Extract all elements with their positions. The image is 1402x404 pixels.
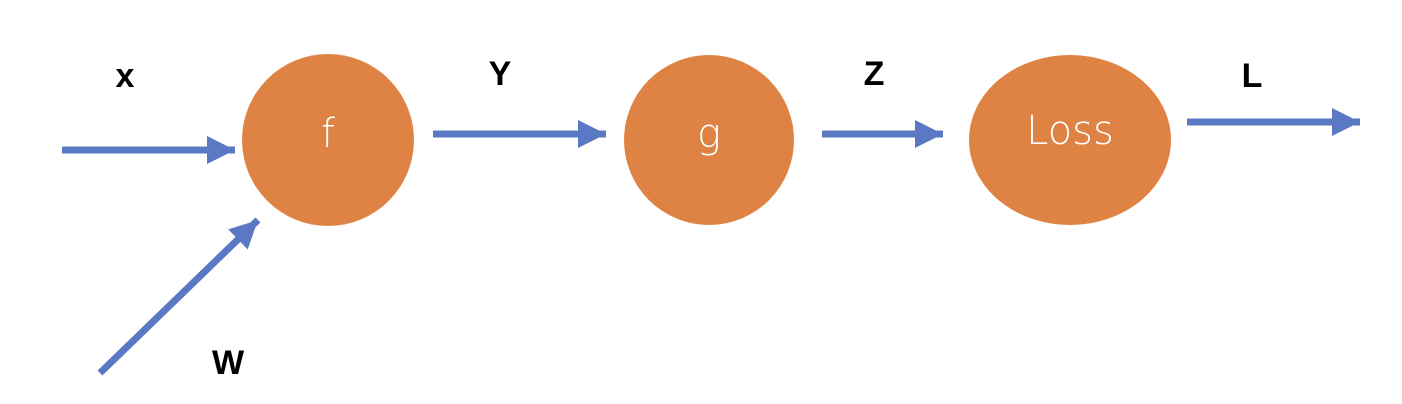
node-loss — [969, 55, 1171, 225]
node-g-label: g — [697, 111, 721, 157]
edge-label-z: Z — [864, 55, 885, 93]
node-g — [624, 55, 794, 225]
edge-label-w: W — [212, 344, 245, 382]
edge-label-y: Y — [489, 55, 512, 93]
edge-label-x: x — [116, 57, 135, 95]
node-f-label: f — [321, 111, 335, 157]
edge-label-l: L — [1242, 57, 1263, 95]
node-loss-label: Loss — [1026, 108, 1114, 154]
arrow-w-to-f — [97, 217, 261, 376]
node-f — [242, 54, 414, 226]
